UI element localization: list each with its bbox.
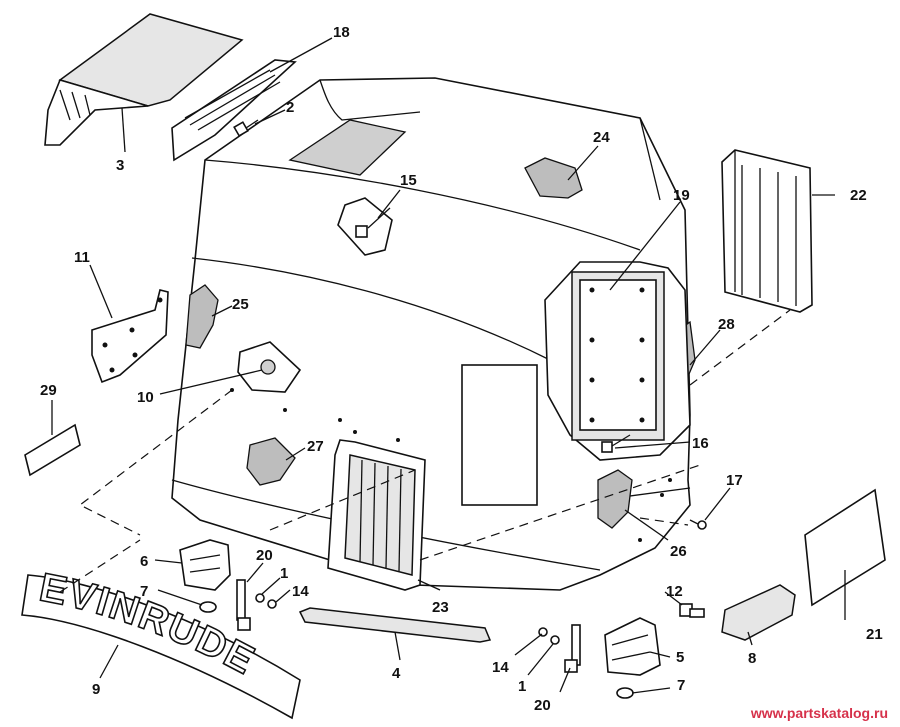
part-16-screw	[601, 434, 631, 453]
callout-8: 8	[748, 650, 756, 667]
decal-text: EVINRUDE	[35, 565, 261, 685]
callout-20-left: 20	[256, 547, 273, 564]
part-20-hook-right	[564, 624, 581, 673]
part-8-bumper	[721, 584, 796, 641]
callout-12: 12	[666, 583, 683, 600]
part-3-top-cap	[44, 13, 244, 146]
svg-text:EVINRUDE: EVINRUDE	[36, 565, 263, 683]
part-17-screw	[689, 519, 707, 530]
callout-1-right: 1	[518, 678, 526, 695]
callout-6: 6	[140, 553, 148, 570]
callout-25: 25	[232, 296, 249, 313]
callout-26: 26	[670, 543, 687, 560]
part-5-latch	[604, 617, 661, 676]
callout-22: 22	[850, 187, 867, 204]
leader-lines	[51, 37, 846, 694]
callout-5: 5	[676, 649, 684, 666]
part-24-foam-pad	[524, 157, 583, 199]
callout-29: 29	[40, 382, 57, 399]
part-1-washer-left	[255, 593, 265, 603]
part-19-service-panel	[544, 261, 691, 461]
callout-17: 17	[726, 472, 743, 489]
callout-7-left: 7	[140, 583, 148, 600]
callout-2: 2	[286, 99, 294, 116]
cowl-opening	[461, 364, 538, 506]
callout-10: 10	[137, 389, 154, 406]
callout-27: 27	[307, 438, 324, 455]
part-7-screw-left	[199, 601, 217, 613]
part-23-front-grille	[327, 439, 426, 591]
part-25-foam-pad	[185, 284, 219, 349]
part-10-grommet-plate	[237, 341, 302, 393]
part-15-bolt-plate	[337, 197, 393, 256]
part-18-intake-cover	[171, 59, 297, 162]
callout-20-right: 20	[534, 697, 551, 714]
part-4-trim-strip	[298, 607, 492, 643]
part-7-screw-right	[616, 687, 634, 699]
callout-11: 11	[74, 249, 90, 266]
callout-28: 28	[718, 316, 735, 333]
callout-19: 19	[673, 187, 690, 204]
assembly-dashed-lines	[59, 309, 791, 593]
part-6-latch	[179, 539, 231, 591]
part-2-screw	[233, 119, 259, 137]
callout-18: 18	[333, 24, 350, 41]
callout-23: 23	[432, 599, 449, 616]
callout-labels: 18 2 3 24 15 19 22 11 25 28 10 29 16 27 …	[40, 24, 883, 714]
part-27-foam-pad	[246, 437, 296, 486]
part-22-louvre-grille	[721, 149, 813, 313]
callout-16: 16	[692, 435, 709, 452]
callout-4: 4	[392, 665, 401, 682]
part-14-screw-left	[267, 599, 277, 609]
part-21-decal	[804, 488, 886, 607]
part-20-hook-left	[236, 579, 251, 631]
callout-15: 15	[400, 172, 417, 189]
callout-14-right: 14	[492, 659, 509, 676]
callout-7-right: 7	[677, 677, 685, 694]
callout-9: 9	[92, 681, 100, 698]
part-11-bracket	[91, 289, 169, 384]
callout-21: 21	[866, 626, 883, 643]
callout-3: 3	[116, 157, 124, 174]
part-9-evinrude-decal: EVINRUDE	[21, 565, 301, 720]
callout-14-left: 14	[292, 583, 309, 600]
watermark-url: www.partskatalog.ru	[750, 705, 888, 721]
callout-24: 24	[593, 129, 610, 146]
part-12-grommet	[679, 603, 705, 618]
part-1-washer-right	[550, 635, 560, 645]
callout-1-left: 1	[280, 565, 288, 582]
part-29-decal	[24, 423, 81, 477]
